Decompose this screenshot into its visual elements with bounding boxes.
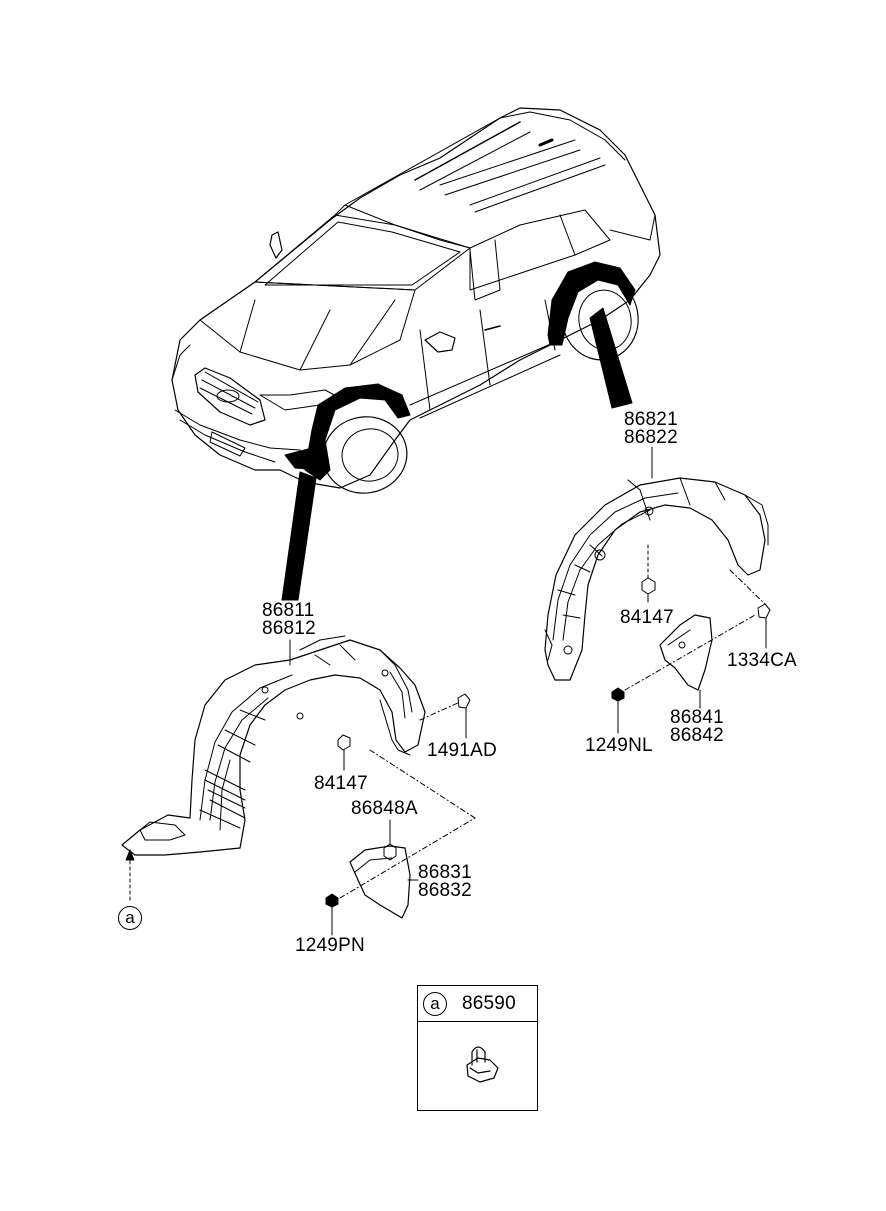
clip-86590-illustration [466,1046,499,1083]
legend-divider [418,1021,537,1022]
rear-clip-label: 1334CA [727,650,797,671]
legend-box: a 86590 [417,985,538,1111]
front-wheel-guard-illustration [121,635,476,936]
legend-part-number: 86590 [462,993,516,1014]
front-flap-nut-label: 86848A [351,798,418,819]
front-flap-label-1: 86831 [418,862,472,883]
ref-marker-a: a [118,906,142,930]
front-guard-label-1: 86811 [262,600,315,621]
legend-marker-a: a [423,992,447,1016]
rear-guard-label-1: 86821 [624,409,678,430]
front-guard-label-2: 86812 [262,618,316,639]
rear-flap-label-2: 86842 [670,725,724,746]
vehicle-illustration [171,107,661,601]
rear-guard-label-2: 86822 [624,427,678,448]
rear-screw-label: 1249NL [585,735,653,756]
front-nut-label: 84147 [314,773,368,794]
front-flap-label-2: 86832 [418,880,472,901]
rear-flap-label-1: 86841 [670,707,724,728]
front-screw-label: 1249PN [295,935,365,956]
rear-wheel-guard-illustration [544,477,771,734]
front-clip-label: 1491AD [427,740,497,761]
rear-nut-label: 84147 [620,607,674,628]
